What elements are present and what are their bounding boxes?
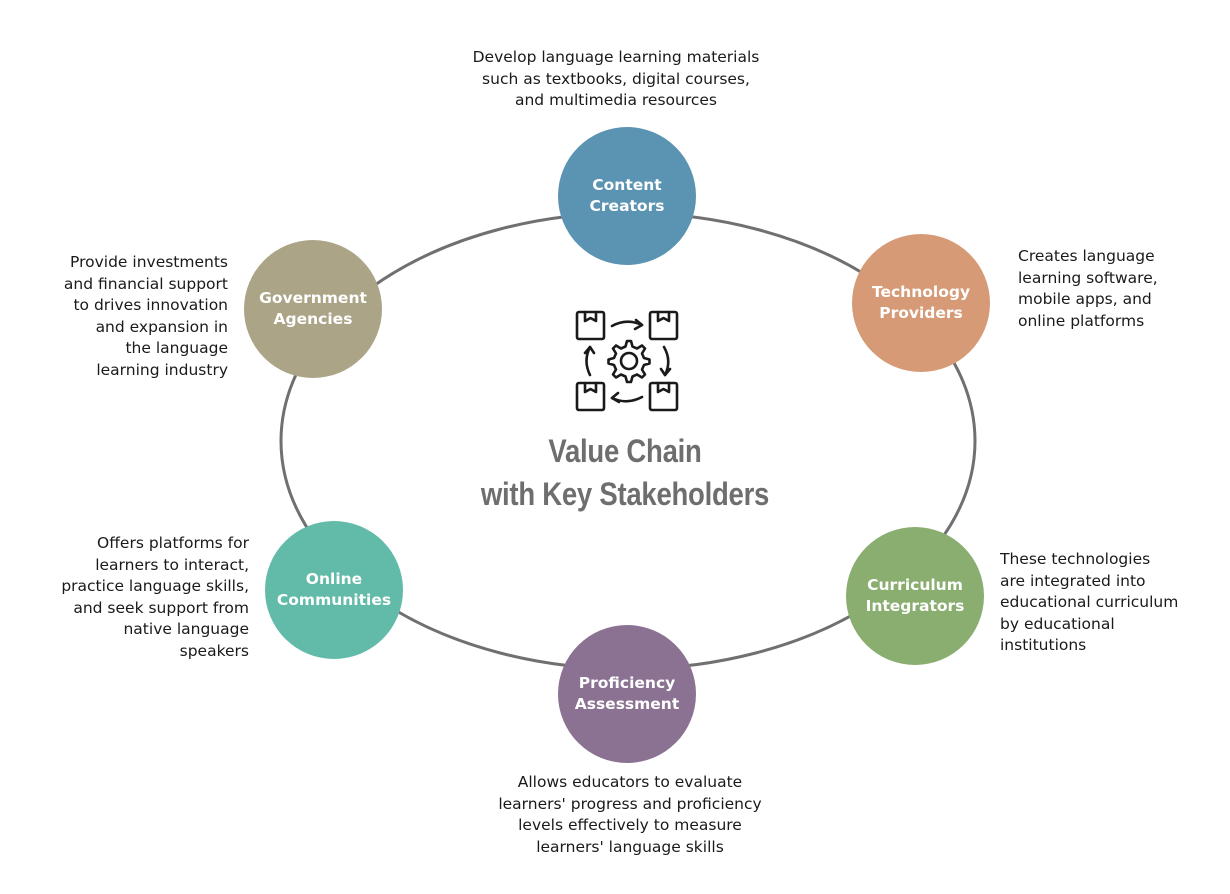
description-content-creators: Develop language learning materials such…	[472, 48, 760, 109]
diagram-title: Value Chain with Key Stakeholders	[480, 433, 770, 512]
description-online-communities: Offers platforms for learners to interac…	[61, 534, 249, 660]
node-label: Curriculum Integrators	[865, 576, 965, 615]
node-government-agencies: Government Agencies	[244, 240, 382, 378]
node-label: Online Communities	[276, 570, 392, 609]
description-technology-providers: Creates language learning software, mobi…	[1018, 247, 1158, 330]
node-technology-providers: Technology Providers	[852, 234, 990, 372]
description-government-agencies: Provide investments and financial suppor…	[63, 253, 228, 379]
node-label: Content Creators	[589, 176, 665, 215]
node-curriculum-integrators: Curriculum Integrators	[846, 527, 984, 665]
description-curriculum-integrators: These technologies are integrated into e…	[1000, 550, 1179, 654]
node-proficiency-assessment: Proficiency Assessment	[558, 625, 696, 763]
node-label: Technology Providers	[871, 283, 971, 322]
node-label: Proficiency Assessment	[574, 674, 680, 713]
node-label: Government Agencies	[259, 289, 367, 328]
value-chain-gear-boxes-icon	[575, 310, 679, 412]
node-online-communities: Online Communities	[265, 521, 403, 659]
node-content-creators: Content Creators	[558, 127, 696, 265]
description-proficiency-assessment: Allows educators to evaluate learners' p…	[498, 773, 762, 856]
